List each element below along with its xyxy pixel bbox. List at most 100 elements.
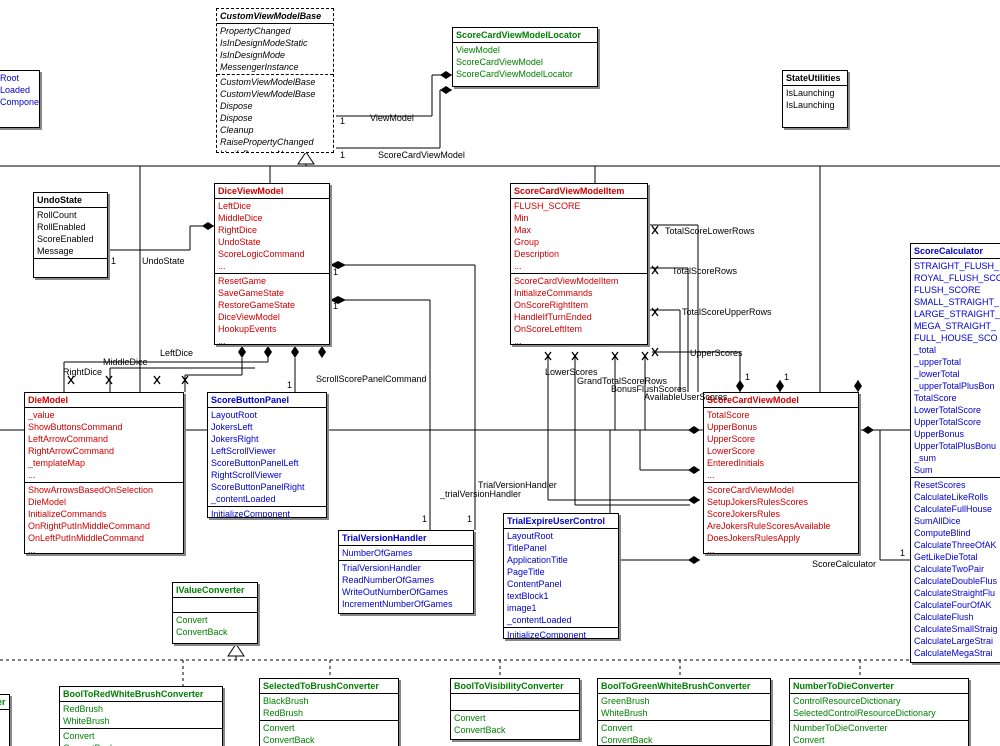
class-member-field: RightScrollViewer — [211, 470, 282, 480]
multiplicity: 1 — [745, 372, 751, 382]
class-member-field: WhiteBrush — [63, 716, 110, 726]
class-member-field: WhiteBrush — [601, 708, 648, 718]
class-title: BoolToRedWhiteBrushConverter — [60, 687, 222, 702]
class-member-field: TitlePanel — [507, 543, 547, 553]
class-member-method: CalculateThreeOfAK — [914, 540, 997, 550]
class-member-method: OnScoreRightItem — [514, 300, 589, 310]
class-member-method: Dispose — [220, 113, 253, 123]
class-member-field: IsLaunching — [786, 100, 835, 110]
class-member-method: ... — [28, 545, 36, 554]
class-member-field: LeftArrowCommand — [28, 434, 109, 444]
class-member-field: RollCount — [37, 210, 77, 220]
class-member-method: ConvertBack — [263, 735, 315, 745]
class-score-calculator[interactable]: ScoreCalculator STRAIGHT_FLUSH_ROYAL_FLU… — [910, 243, 1000, 663]
class-member-field: IsInDesignModeStatic — [220, 38, 308, 48]
class-partial-left[interactable]: RootLoadedComponent — [0, 70, 40, 128]
methods-section: InitializeComponent — [504, 628, 618, 639]
class-member-method: ... — [514, 336, 522, 345]
class-member-field: MessengerInstance — [220, 62, 299, 72]
class-title: UndoState — [34, 193, 107, 208]
class-member-method: ... — [218, 336, 226, 345]
class-member-field: MEGA_STRAIGHT_ — [914, 321, 997, 331]
class-member-field: _lowerTotal — [914, 369, 960, 379]
class-trial-version-handler[interactable]: TrialVersionHandler NumberOfGames TrialV… — [338, 530, 474, 614]
class-member-method: OnLeftPutInMiddleCommand — [28, 533, 145, 543]
class-member-field: LARGE_STRAIGHT_ — [914, 309, 1000, 319]
class-member-method: CalculateMegaStrai — [914, 648, 993, 658]
class-member-method: Convert — [601, 723, 633, 733]
class-member-field: Component — [0, 97, 40, 107]
fields-section — [173, 598, 257, 613]
class-member-method: InitializeComponent — [211, 509, 291, 518]
class-member-method: WriteOutNumberOfGames — [342, 587, 448, 597]
class-member-method: Convert — [63, 731, 95, 741]
class-member-field: _value — [28, 410, 55, 420]
class-member-field: Min — [514, 213, 529, 223]
methods-section: InitializeComponent — [208, 507, 326, 518]
class-member-method: HandleIfTurnEnded — [514, 312, 592, 322]
label-scroll-cmd: ScrollScorePanelCommand — [316, 374, 427, 384]
class-member-field: RollEnabled — [37, 222, 86, 232]
class-member-field: RedBrush — [263, 708, 304, 718]
class-member-field: FLUSH_SCORE — [514, 201, 581, 211]
label-score-calculator: ScoreCalculator — [812, 559, 877, 569]
class-member-field: _contentLoaded — [211, 494, 276, 504]
multiplicity: 1 — [340, 150, 346, 160]
class-member-field: IsInDesignMode — [220, 50, 286, 60]
label-view-model: ViewModel — [370, 113, 414, 123]
class-number-to-die-converter[interactable]: NumberToDieConverter ControlResourceDict… — [789, 678, 969, 746]
class-title: ScoreCardViewModelItem — [511, 184, 647, 199]
label-total-rows: TotalScoreRows — [672, 266, 738, 276]
class-member-field: image1 — [507, 603, 537, 613]
class-member-method: InitializeCommands — [28, 509, 107, 519]
class-member-field: ScoreButtonPanelLeft — [211, 458, 299, 468]
class-title: ScoreCalculator — [911, 244, 1000, 259]
class-member-method: ... — [707, 545, 715, 554]
class-member-method: NumberToDieConverter — [793, 723, 888, 733]
class-member-field: ScoreCardViewModelLocator — [456, 69, 573, 79]
class-member-field: ROYAL_FLUSH_SCO — [914, 273, 1000, 283]
class-member-field: ContentPanel — [507, 579, 562, 589]
class-title: TrialVersionHandler — [339, 531, 473, 546]
class-member-field: textBlock1 — [507, 591, 549, 601]
class-member-field: ... — [218, 261, 226, 271]
class-member-method: DieModel — [28, 497, 67, 507]
class-member-field: UpperBonus — [914, 429, 965, 439]
class-member-field: ScoreButtonPanelRight — [211, 482, 305, 492]
class-member-method: ScoreCardViewModelItem — [514, 276, 619, 286]
class-member-field: Sum — [914, 465, 933, 475]
class-member-method: CalculateFullHouse — [914, 504, 993, 514]
class-member-method: ResetGame — [218, 276, 267, 286]
class-bool-to-green-white-brush-converter[interactable]: BoolToGreenWhiteBrushConverter GreenBrus… — [597, 678, 771, 746]
multiplicity: 1 — [422, 514, 428, 524]
class-member-field: UpperBonus — [707, 422, 758, 432]
class-member-method: ResetScores — [914, 480, 966, 490]
multiplicity: 1 — [333, 301, 339, 311]
class-member-method: ShowArrowsBasedOnSelection — [28, 485, 154, 495]
class-member-method: Convert — [793, 735, 825, 745]
class-member-field: Group — [514, 237, 540, 247]
class-title: CustomViewModelBase — [217, 9, 333, 24]
class-member-method: AreJokersRuleScoresAvailable — [707, 521, 831, 531]
class-member-method: InitializeComponent — [507, 630, 587, 639]
class-small-left[interactable]: er — [0, 694, 10, 746]
